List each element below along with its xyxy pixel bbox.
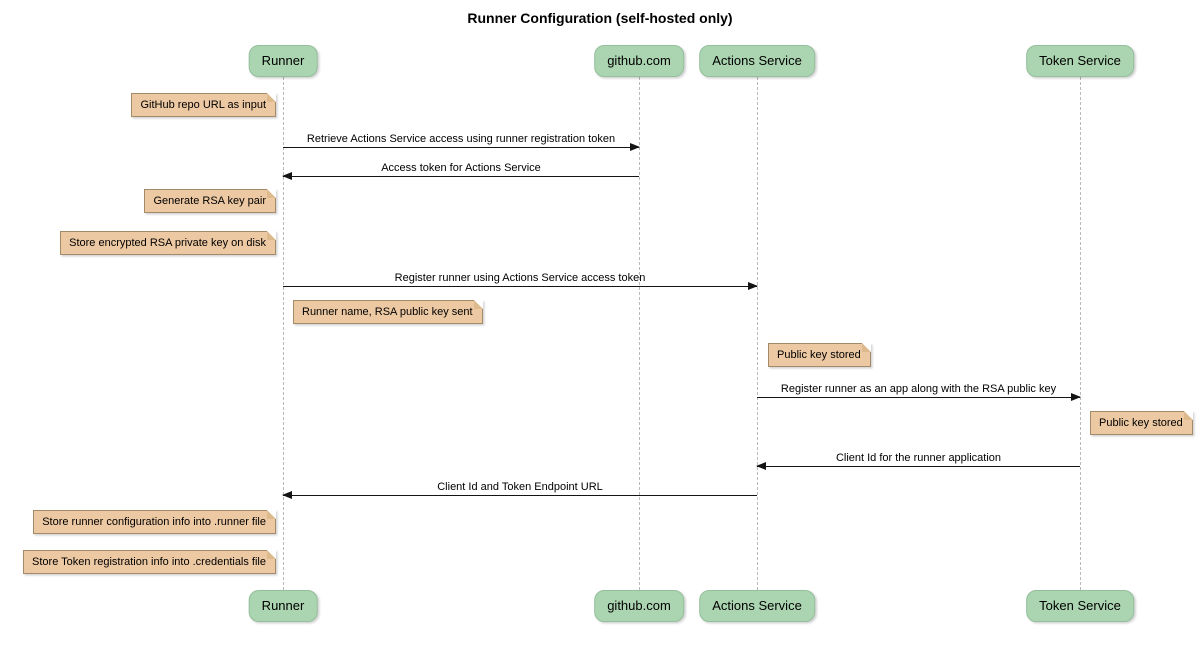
note-runner-name-sent: Runner name, RSA public key sent xyxy=(293,300,483,324)
message-label: Client Id for the runner application xyxy=(835,452,1002,464)
message-register-runner: Register runner using Actions Service ac… xyxy=(283,272,758,290)
lifeline-runner xyxy=(283,77,284,590)
participant-token-service-bottom: Token Service xyxy=(1026,590,1134,622)
participant-actions-service-top: Actions Service xyxy=(699,45,815,77)
participant-actions-service-bottom: Actions Service xyxy=(699,590,815,622)
message-register-app: Register runner as an app along with the… xyxy=(757,383,1081,401)
participant-github-top: github.com xyxy=(594,45,684,77)
lifeline-actions-service xyxy=(757,77,758,590)
participant-runner-top: Runner xyxy=(248,45,318,77)
participant-token-service-top: Token Service xyxy=(1026,45,1134,77)
arrowhead-right-icon xyxy=(1071,393,1081,401)
arrowhead-left-icon xyxy=(282,491,292,499)
arrowhead-right-icon xyxy=(630,143,640,151)
lifeline-token-service xyxy=(1080,77,1081,590)
note-store-runner-file: Store runner configuration info into .ru… xyxy=(33,510,276,534)
note-public-key-stored-token: Public key stored xyxy=(1090,411,1193,435)
message-label: Register runner as an app along with the… xyxy=(780,383,1057,395)
arrowhead-left-icon xyxy=(282,172,292,180)
note-public-key-stored-actions: Public key stored xyxy=(768,343,871,367)
message-label: Client Id and Token Endpoint URL xyxy=(437,481,603,493)
arrowhead-left-icon xyxy=(756,462,766,470)
note-github-repo-url: GitHub repo URL as input xyxy=(131,93,276,117)
note-store-credentials: Store Token registration info into .cred… xyxy=(23,550,276,574)
message-label: Register runner using Actions Service ac… xyxy=(394,272,646,284)
note-generate-rsa: Generate RSA key pair xyxy=(144,189,276,213)
participant-runner-bottom: Runner xyxy=(248,590,318,622)
message-client-id-endpoint: Client Id and Token Endpoint URL xyxy=(282,481,757,499)
message-access-token: Access token for Actions Service xyxy=(282,162,639,180)
arrowhead-right-icon xyxy=(748,282,758,290)
diagram-title: Runner Configuration (self-hosted only) xyxy=(467,10,733,26)
note-store-private-key: Store encrypted RSA private key on disk xyxy=(60,231,276,255)
lifeline-github xyxy=(639,77,640,590)
message-client-id: Client Id for the runner application xyxy=(756,452,1080,470)
message-retrieve-access: Retrieve Actions Service access using ru… xyxy=(283,133,640,151)
message-label: Access token for Actions Service xyxy=(381,162,541,174)
participant-github-bottom: github.com xyxy=(594,590,684,622)
message-label: Retrieve Actions Service access using ru… xyxy=(306,133,616,145)
